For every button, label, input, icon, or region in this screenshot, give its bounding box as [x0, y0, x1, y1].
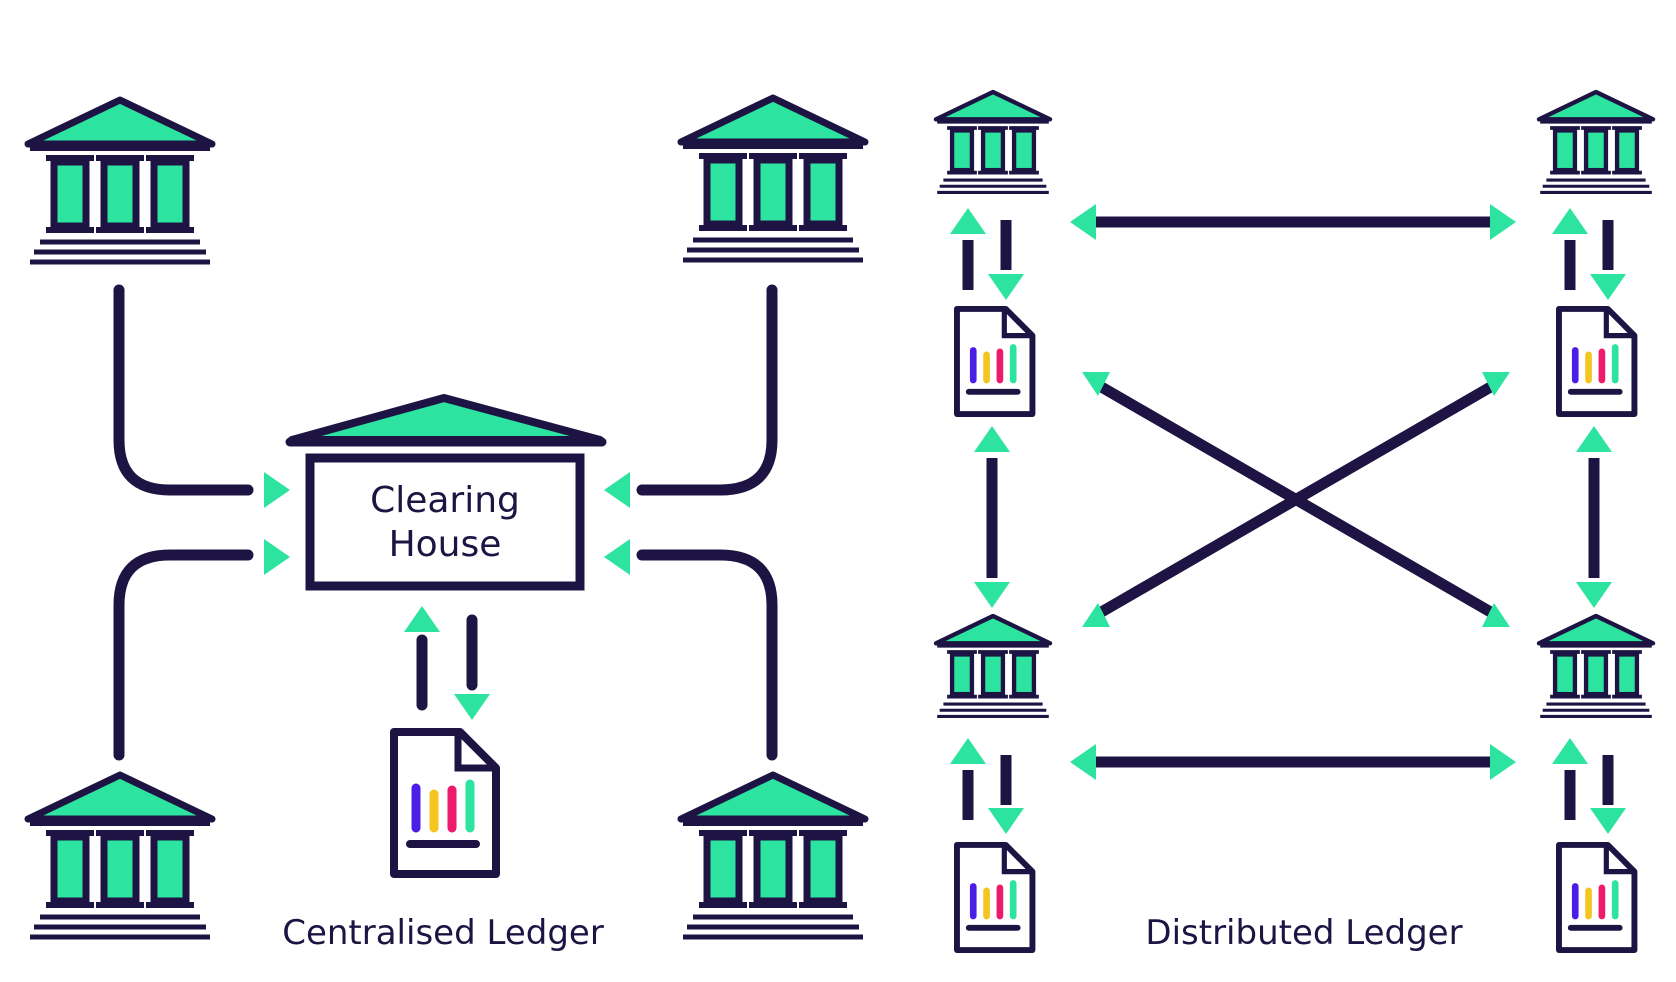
bank-icon	[681, 775, 865, 937]
bank-icon	[936, 92, 1050, 192]
clearing-house-label-line1: Clearing	[370, 480, 520, 521]
clearing-house: Clearing House	[285, 394, 607, 591]
bank-icon	[28, 100, 212, 262]
centralised-ledger-section: Clearing House Centralised Ledger	[28, 98, 865, 953]
ledger-document-icon	[957, 309, 1032, 414]
bank-icon	[1539, 616, 1653, 716]
clearing-house-label-line2: House	[389, 524, 502, 565]
ledger-document-icon	[1559, 845, 1634, 950]
connector-lines	[113, 284, 778, 761]
distributed-ledger-caption: Distributed Ledger	[1145, 913, 1462, 953]
bank-icon	[936, 616, 1050, 716]
distributed-ledger-section: Distributed Ledger	[936, 92, 1653, 953]
connector-lines	[962, 216, 1614, 820]
ledger-document-icon	[1559, 309, 1634, 414]
bank-icon	[28, 775, 212, 937]
ledger-document-icon	[957, 845, 1032, 950]
ledger-document-icon	[394, 732, 496, 874]
bank-icon	[681, 98, 865, 260]
bank-icon	[1539, 92, 1653, 192]
arrow-head-icon	[950, 204, 1626, 834]
centralised-ledger-caption: Centralised Ledger	[282, 913, 604, 953]
